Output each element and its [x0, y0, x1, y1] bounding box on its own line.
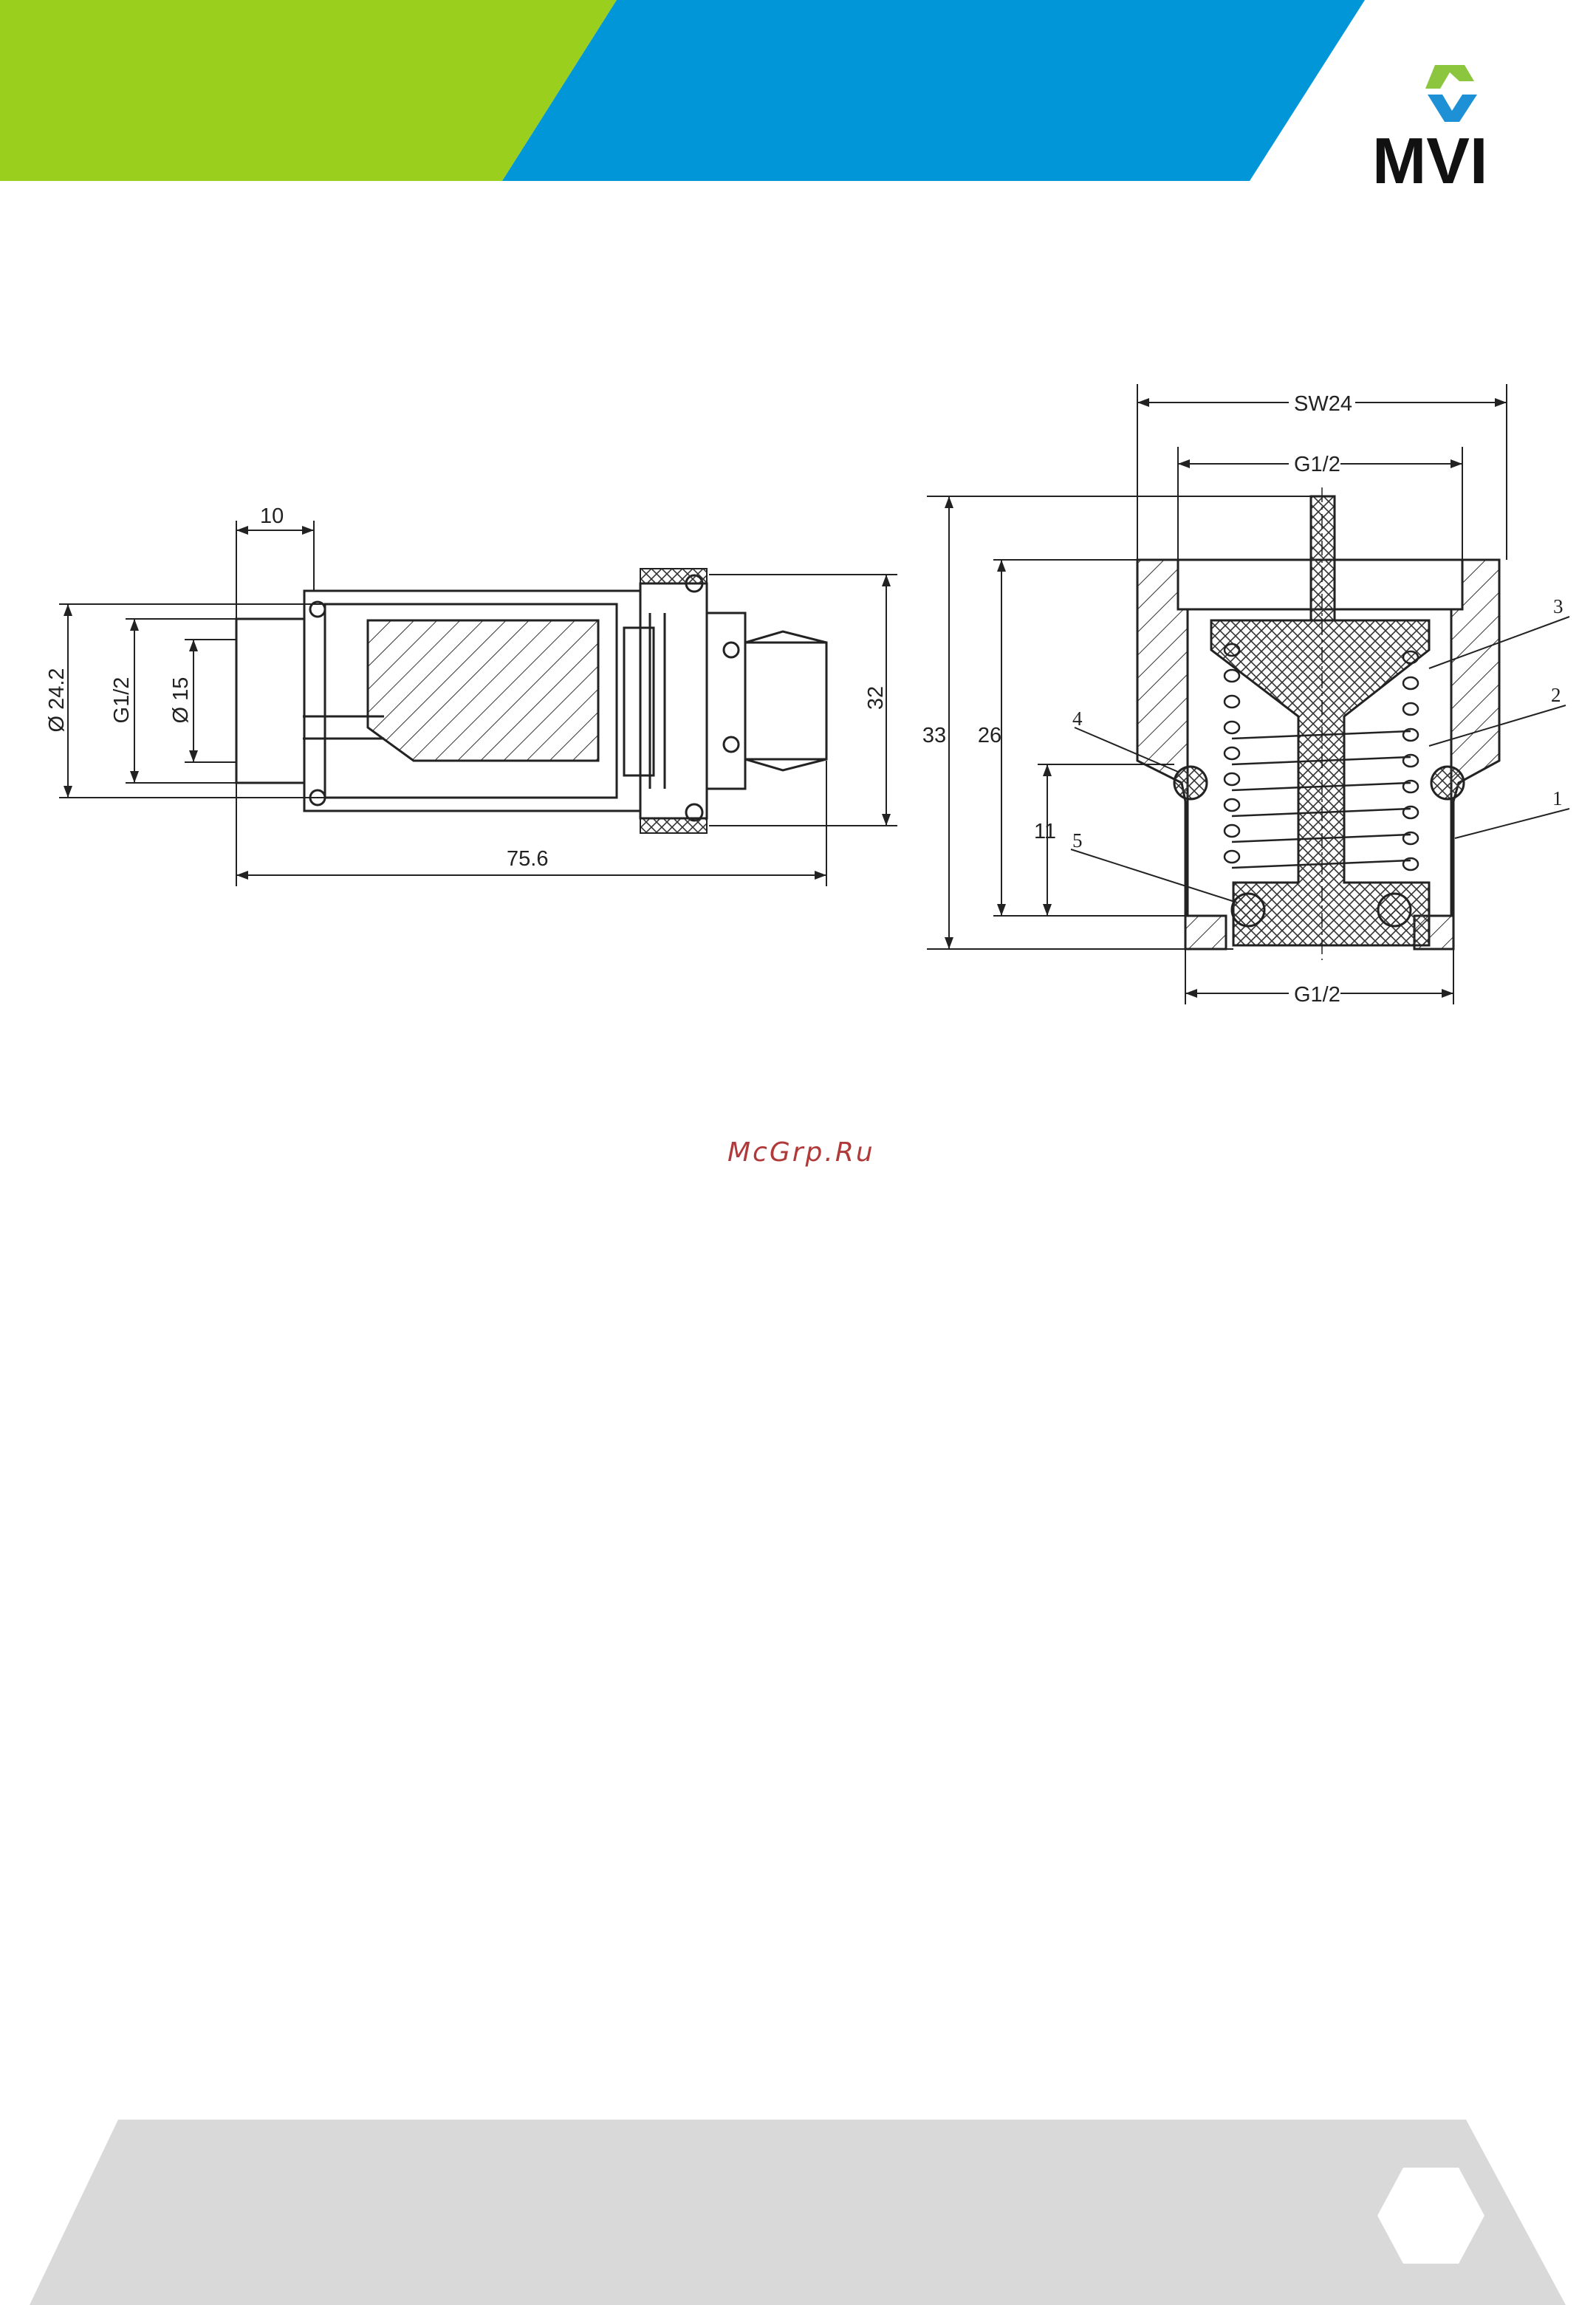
dim-33: 33 [922, 724, 946, 747]
label-2: 2 [1551, 684, 1561, 706]
label-5: 5 [1072, 829, 1083, 852]
valve-stem [1311, 496, 1335, 620]
o-ring-5 [1232, 894, 1264, 926]
o-ring-5b [1378, 894, 1411, 926]
o-ring-4b [1431, 767, 1464, 799]
label-4: 4 [1072, 708, 1083, 730]
label-1: 1 [1552, 787, 1563, 809]
valve-body-left [1137, 560, 1226, 949]
dim-g1-2-bottom: G1/2 [1294, 983, 1340, 1007]
dim-11: 11 [1034, 820, 1056, 843]
dim-sw24: SW24 [1294, 392, 1352, 416]
label-3: 3 [1553, 595, 1564, 617]
dim-26: 26 [978, 724, 1001, 747]
right-drawing: SW24 G1/2 G1/2 33 26 11 1 2 3 4 5 [0, 0, 1596, 1034]
dim-g1-2-top: G1/2 [1294, 453, 1340, 476]
o-ring-4 [1174, 767, 1207, 799]
footer-band [0, 2112, 1596, 2305]
watermark: McGrp.Ru [727, 1137, 875, 1168]
